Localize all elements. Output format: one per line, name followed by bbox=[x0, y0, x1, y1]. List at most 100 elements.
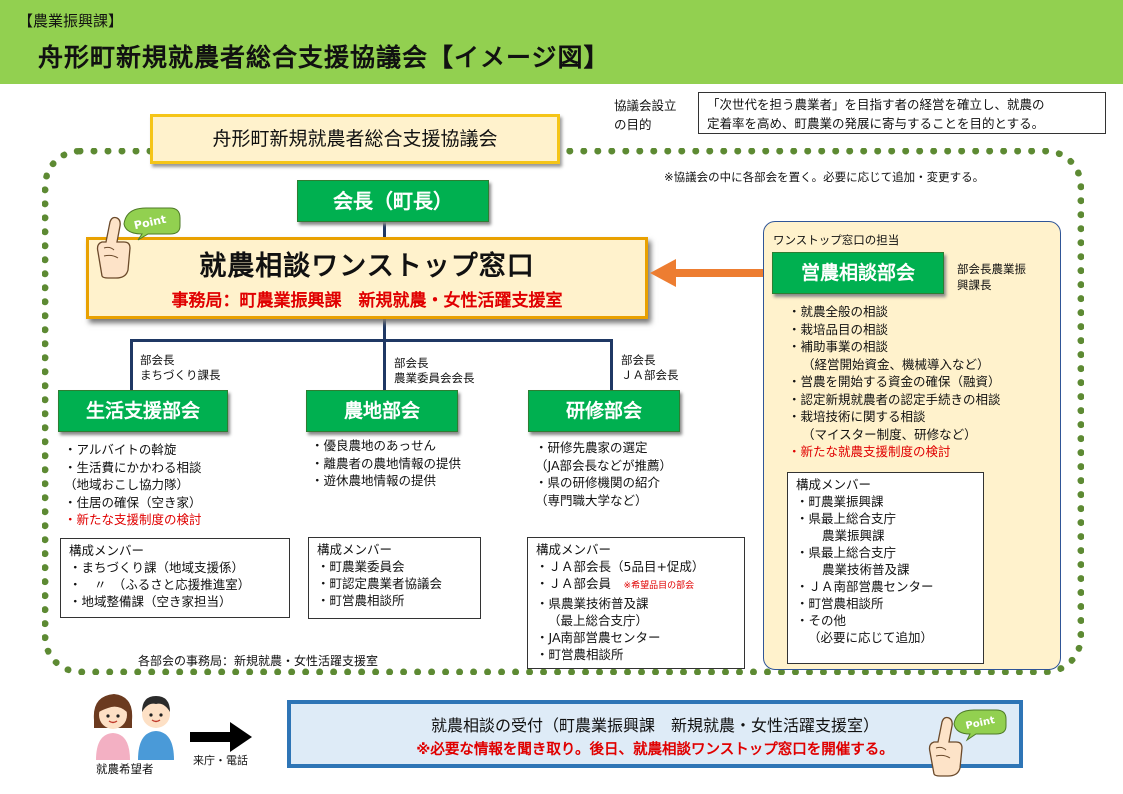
list-item: ・県農業技術普及課 bbox=[536, 596, 649, 611]
sec1-task-list: ・アルバイトの斡旋 ・生活費にかかわる相談 （地域おこし協力隊） ・住居の確保（… bbox=[64, 441, 202, 529]
purpose-text-line2: 定着率を高め、町農業の発展に寄与することを目的とする。 bbox=[707, 116, 1045, 131]
sec2-chief: 部会長 農業委員会会長 bbox=[394, 356, 475, 386]
connector-chair-window bbox=[383, 222, 386, 238]
list-item: ・補助事業の相談 bbox=[788, 339, 889, 354]
members-title: 構成メンバー bbox=[536, 542, 612, 557]
sec4-members-box: 構成メンバー ・町農業振興課 ・県最上総合支庁 農業振興課 ・県最上総合支庁 農… bbox=[787, 472, 984, 664]
sec3-task-list: ・研修先農家の選定 （JA部会長などが推薦） ・県の研修機関の紹介 （専門職大学… bbox=[535, 439, 672, 509]
connector-sec1 bbox=[130, 339, 133, 391]
reception-box: 就農相談の受付（町農業振興課 新規就農・女性活躍支援室） ※必要な情報を聞き取り… bbox=[287, 700, 1023, 768]
sec1-members-box: 構成メンバー ・まちづくり課（地域支援係） ・ 〃 （ふるさと応援推進室） ・地… bbox=[60, 538, 290, 618]
sec4-chief-line2: 興課長 bbox=[957, 278, 992, 292]
list-item: ・アルバイトの斡旋 bbox=[64, 442, 177, 457]
chair-box: 会長（町長） bbox=[297, 180, 489, 222]
list-item: ・地域整備課（空き家担当） bbox=[69, 594, 232, 609]
contact-method-label: 来庁・電話 bbox=[193, 754, 248, 767]
section-box-farm-consultation: 営農相談部会 bbox=[772, 252, 944, 294]
sec4-task-list: ・就農全般の相談 ・栽培品目の相談 ・補助事業の相談 （経営開始資金、機械導入な… bbox=[788, 303, 1001, 461]
connector-sec3 bbox=[610, 339, 613, 391]
sec3-chief-line2: ＪＡ部会長 bbox=[621, 368, 679, 382]
sec4-chief: 部会長農業振 興課長 bbox=[957, 261, 1026, 293]
list-item-highlight: ・新たな支援制度の検討 bbox=[64, 512, 202, 527]
sec1-chief: 部会長 まちづくり課長 bbox=[140, 353, 221, 383]
list-item: ・町農業振興課 bbox=[796, 494, 884, 509]
reception-title: 就農相談の受付（町農業振興課 新規就農・女性活躍支援室） bbox=[430, 716, 879, 735]
list-item: （最上総合支庁） bbox=[548, 613, 649, 628]
onestop-title: 就農相談ワンストップ窓口 bbox=[199, 251, 535, 282]
orange-arrow-icon bbox=[650, 259, 772, 287]
list-item: ・営農を開始する資金の確保（融資） bbox=[788, 374, 1001, 389]
list-item: （JA部会長などが推薦） bbox=[535, 457, 673, 473]
page-title: 舟形町新規就農者総合支援協議会【イメージ図】 bbox=[38, 43, 610, 72]
sec2-task-list: ・優良農地のあっせん ・離農者の農地情報の提供 ・遊休農地情報の提供 bbox=[311, 437, 461, 490]
applicant-label: 就農希望者 bbox=[96, 762, 154, 776]
office-note: 各部会の事務局：新規就農・女性活躍支援室 bbox=[138, 654, 379, 668]
list-item-highlight: ・新たな就農支援制度の検討 bbox=[788, 444, 951, 459]
list-item: ・遊休農地情報の提供 bbox=[311, 473, 437, 488]
list-item: ・栽培技術に関する相談 bbox=[788, 409, 926, 424]
member-text: ・ＪＡ部会員 bbox=[536, 576, 612, 591]
purpose-box: 「次世代を担う農業者」を目指す者の経営を確立し、就農の 定着率を高め、町農業の発… bbox=[698, 92, 1106, 134]
list-item: ・町営農相談所 bbox=[536, 647, 624, 662]
list-item: ・JA南部営農センター bbox=[536, 630, 661, 645]
list-item: （地域おこし協力隊） bbox=[64, 477, 190, 492]
list-item: ・栽培品目の相談 bbox=[788, 321, 889, 337]
list-item: ・住居の確保（空き家） bbox=[64, 494, 202, 510]
frame-note: ※協議会の中に各部会を置く。必要に応じて追加・変更する。 bbox=[664, 170, 985, 184]
council-box: 舟形町新規就農者総合支援協議会 bbox=[150, 114, 560, 164]
header-banner bbox=[0, 0, 1123, 84]
arrow-right-icon bbox=[230, 722, 252, 752]
onestop-staff-head: ワンストップ窓口の担当 bbox=[773, 233, 900, 247]
purpose-text-line1: 「次世代を担う農業者」を目指す者の経営を確立し、就農の bbox=[707, 97, 1045, 112]
sec3-chief: 部会長 ＪＡ部会長 bbox=[621, 353, 679, 383]
list-item: （必要に応じて追加） bbox=[808, 630, 934, 645]
onestop-secretariat: 事務局：町農業振興課 新規就農・女性活躍支援室 bbox=[171, 291, 563, 311]
list-item: 農業振興課 bbox=[822, 528, 885, 543]
list-item: ・ＪＡ南部営農センター bbox=[796, 579, 934, 594]
list-item: ・町営農相談所 bbox=[317, 593, 405, 608]
list-item: ・町営農相談所 bbox=[796, 596, 884, 611]
purpose-label-line1: 協議会設立 bbox=[614, 98, 677, 113]
list-item: （マイスター制度、研修など） bbox=[802, 426, 977, 442]
member-note: ※希望品目の部会 bbox=[623, 581, 695, 591]
list-item: ・ 〃 （ふるさと応援推進室） bbox=[69, 577, 251, 592]
sec4-chief-line1: 部会長農業振 bbox=[957, 262, 1026, 276]
list-item: ・認定新規就農者の認定手続きの相談 bbox=[788, 391, 1001, 407]
members-title: 構成メンバー bbox=[796, 477, 872, 492]
list-item: ・県最上総合支庁 bbox=[796, 545, 897, 560]
list-item: ・まちづくり課（地域支援係） bbox=[69, 560, 245, 575]
list-item: ・県の研修機関の紹介 bbox=[535, 475, 661, 490]
connector-bus bbox=[130, 339, 613, 342]
reception-note: ※必要な情報を聞き取り。後日、就農相談ワンストップ窓口を開催する。 bbox=[416, 742, 894, 758]
list-item: ・研修先農家の選定 bbox=[535, 440, 648, 455]
members-title: 構成メンバー bbox=[317, 542, 393, 557]
applicants-icon bbox=[93, 694, 174, 760]
list-item: ・ＪＡ部会員 ※希望品目の部会 bbox=[536, 575, 736, 595]
list-item: ・生活費にかかわる相談 bbox=[64, 459, 202, 475]
point-hand-icon-bottom: Point bbox=[928, 709, 1007, 777]
sec1-chief-line1: 部会長 bbox=[140, 353, 175, 367]
section-box-training: 研修部会 bbox=[528, 390, 680, 432]
sec3-members-box: 構成メンバー ・ＪＡ部会長（5品目+促成） ・ＪＡ部会員 ※希望品目の部会 ・県… bbox=[527, 537, 745, 669]
list-item: ・ＪＡ部会長（5品目+促成） bbox=[536, 559, 705, 574]
sec3-chief-line1: 部会長 bbox=[621, 353, 656, 367]
members-title: 構成メンバー bbox=[69, 543, 145, 558]
purpose-label-line2: の目的 bbox=[614, 117, 652, 132]
connector-sec2 bbox=[383, 339, 386, 391]
list-item: （経営開始資金、機械導入など） bbox=[802, 356, 990, 372]
list-item: ・その他 bbox=[796, 613, 847, 628]
list-item: ・就農全般の相談 bbox=[788, 304, 889, 319]
list-item: （専門職大学など） bbox=[535, 492, 648, 508]
list-item: ・町認定農業者協議会 bbox=[317, 576, 443, 591]
list-item: ・町農業委員会 bbox=[317, 559, 405, 574]
list-item: 農業技術普及課 bbox=[822, 562, 910, 577]
sec2-members-box: 構成メンバー ・町農業委員会 ・町認定農業者協議会 ・町営農相談所 bbox=[308, 537, 481, 619]
point-hand-icon: Point bbox=[96, 207, 181, 279]
black-arrow-shaft bbox=[190, 732, 232, 742]
list-item: ・優良農地のあっせん bbox=[311, 438, 437, 453]
section-box-farmland: 農地部会 bbox=[306, 390, 458, 432]
sec2-chief-line2: 農業委員会会長 bbox=[394, 371, 475, 385]
connector-window-bus bbox=[383, 319, 386, 341]
department-label: 【農業振興課】 bbox=[18, 12, 124, 30]
list-item: ・離農者の農地情報の提供 bbox=[311, 455, 462, 471]
